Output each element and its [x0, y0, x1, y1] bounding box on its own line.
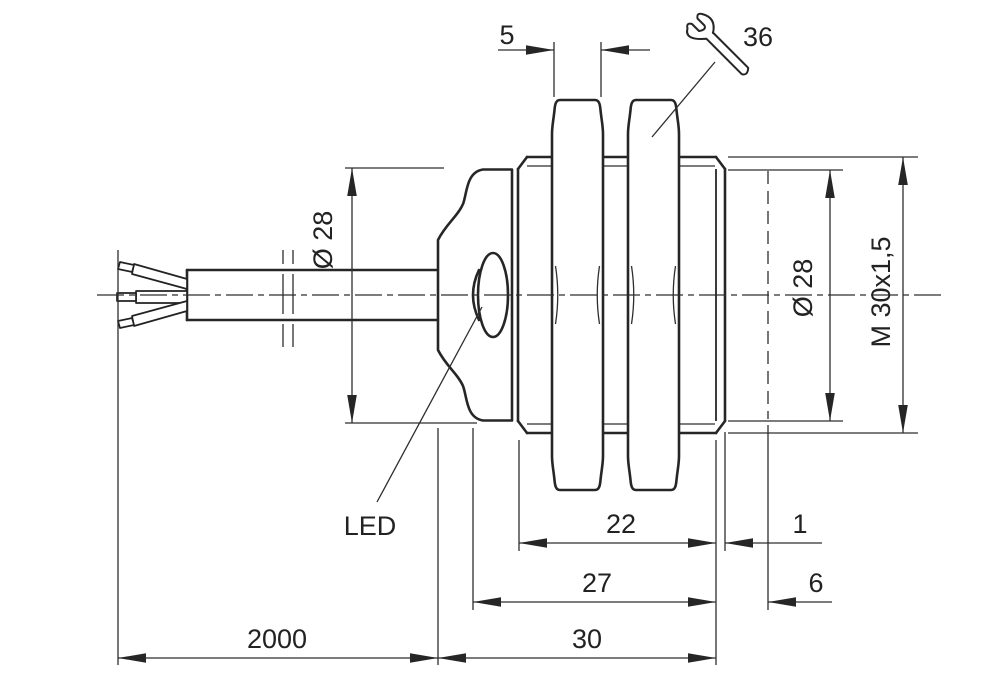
- wire-upper-tip: [117, 261, 135, 273]
- led-leader-line: [376, 306, 483, 503]
- wrench-icon: [686, 12, 750, 76]
- hex-nut-2: [626, 98, 681, 492]
- wire-lower: [131, 300, 188, 327]
- extension-lines: [117, 250, 769, 665]
- wrench-leader-line: [651, 61, 716, 138]
- wrench-callout: 36: [651, 12, 773, 138]
- dimension-body-length: 30: [438, 624, 716, 663]
- cable-break-mark: [282, 250, 294, 347]
- dim-label-thread-length: 22: [606, 509, 636, 539]
- dim-label-front-clearance: 6: [808, 568, 823, 598]
- dimension-cable-length: 2000: [118, 624, 438, 663]
- led-label: LED: [344, 511, 397, 541]
- dimension-front-length: 27: [473, 568, 716, 607]
- wire-leads: [116, 261, 188, 329]
- thread-lines: [527, 165, 715, 425]
- dim-label-face-diameter: Ø 28: [788, 259, 818, 318]
- dimension-front-clearance: 6: [768, 568, 832, 607]
- dim-label-front-length: 27: [582, 568, 612, 598]
- cable: [116, 250, 440, 347]
- wire-upper: [131, 263, 188, 290]
- dim-label-thread-spec: M 30x1,5: [866, 236, 896, 347]
- dim-label-cable-length: 2000: [247, 624, 307, 654]
- dimension-housing-diameter: Ø 28: [308, 167, 477, 424]
- wire-middle-tip: [116, 292, 137, 302]
- dim-label-housing-diameter: Ø 28: [308, 211, 338, 270]
- wire-lower-tip: [117, 317, 135, 329]
- dim-label-face-offset: 1: [792, 509, 807, 539]
- dimension-face-diameter: Ø 28: [728, 169, 843, 422]
- dim-label-nut-thickness: 5: [499, 20, 514, 50]
- led-callout: LED: [344, 306, 483, 541]
- dim-label-wrench-size: 36: [743, 22, 773, 52]
- dimension-thread-length: 22: [519, 509, 716, 548]
- dimension-thread-spec: M 30x1,5: [728, 156, 918, 434]
- dimension-nut-thickness: 5: [498, 20, 650, 97]
- dim-label-body-length: 30: [572, 624, 602, 654]
- dimension-face-offset: 1: [725, 509, 822, 548]
- wire-middle: [135, 290, 188, 304]
